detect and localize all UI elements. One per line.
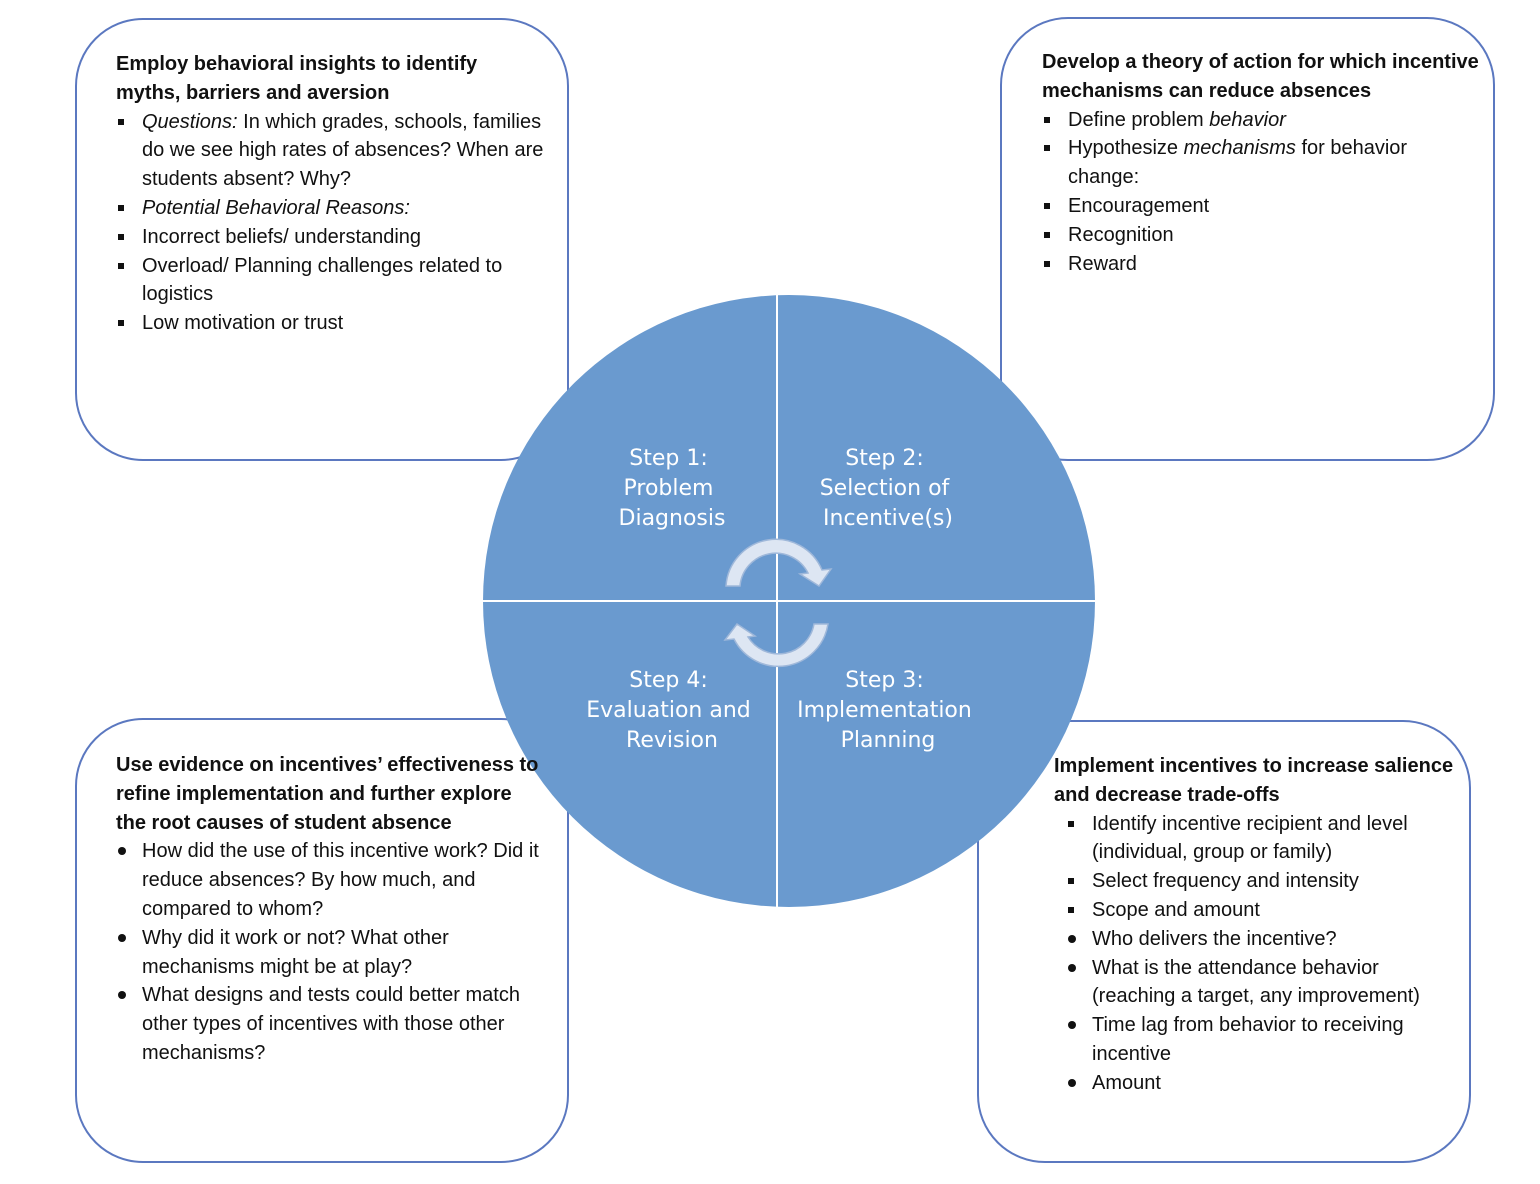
bottom-right-list: Identify incentive recipient and level (… <box>1066 810 1464 1098</box>
refresh-arrow-icon-bottom <box>723 622 829 668</box>
list-item: Scope and amount <box>1066 896 1464 925</box>
list-item: Potential Behavioral Reasons: <box>116 194 546 223</box>
step2-label: Step 2: Selection of Incentive(s) <box>820 446 957 531</box>
top-left-list: Questions: In which grades, schools, fam… <box>116 108 546 338</box>
bottom-left-content: Use evidence on incentives’ effectivenes… <box>116 751 546 1068</box>
top-right-content: Develop a theory of action for which inc… <box>1042 48 1482 278</box>
top-right-list: Define problem behavior Hypothesize mech… <box>1042 106 1482 279</box>
top-right-title: Develop a theory of action for which inc… <box>1042 51 1479 102</box>
list-item: Identify incentive recipient and level (… <box>1066 810 1464 868</box>
bottom-right-box <box>977 720 1471 1163</box>
refresh-arrow-icon-top <box>725 538 833 588</box>
bottom-right-content: Implement incentives to increase salienc… <box>1054 752 1464 1098</box>
bottom-right-title: Implement incentives to increase salienc… <box>1054 755 1454 806</box>
list-item: Encouragement <box>1042 192 1482 221</box>
bottom-left-title: Use evidence on incentives’ effectivenes… <box>116 754 539 834</box>
bottom-left-list: How did the use of this incentive work? … <box>116 837 546 1067</box>
list-item: Define problem behavior <box>1042 106 1482 135</box>
list-item: Overload/ Planning challenges related to… <box>116 252 546 310</box>
list-item: Recognition <box>1042 221 1482 250</box>
list-item: Amount <box>1066 1069 1464 1098</box>
step4-label: Step 4: Evaluation and Revision <box>586 668 757 753</box>
step3-label: Step 3: Implementation Planning <box>797 668 979 753</box>
list-item: Reward <box>1042 250 1482 279</box>
list-item: What is the attendance behavior (reachin… <box>1066 954 1464 1012</box>
step1-label: Step 1: Problem Diagnosis <box>619 446 726 531</box>
list-item: Hypothesize mechanisms for behavior chan… <box>1042 134 1482 192</box>
list-item: Incorrect beliefs/ understanding <box>116 223 546 252</box>
list-item: Time lag from behavior to receiving ince… <box>1066 1011 1464 1069</box>
list-item: Low motivation or trust <box>116 309 546 338</box>
top-left-title: Employ behavioral insights to identify m… <box>116 53 478 104</box>
list-item: Who delivers the incentive? <box>1066 925 1464 954</box>
top-right-box <box>1000 17 1495 461</box>
top-left-box <box>75 18 569 461</box>
list-item: How did the use of this incentive work? … <box>116 837 546 923</box>
list-item: Why did it work or not? What other mecha… <box>116 924 546 982</box>
list-item: Questions: In which grades, schools, fam… <box>116 108 546 194</box>
list-item: Select frequency and intensity <box>1066 867 1464 896</box>
top-left-content: Employ behavioral insights to identify m… <box>116 50 546 338</box>
list-item: What designs and tests could better matc… <box>116 981 546 1067</box>
bottom-left-box <box>75 718 569 1163</box>
